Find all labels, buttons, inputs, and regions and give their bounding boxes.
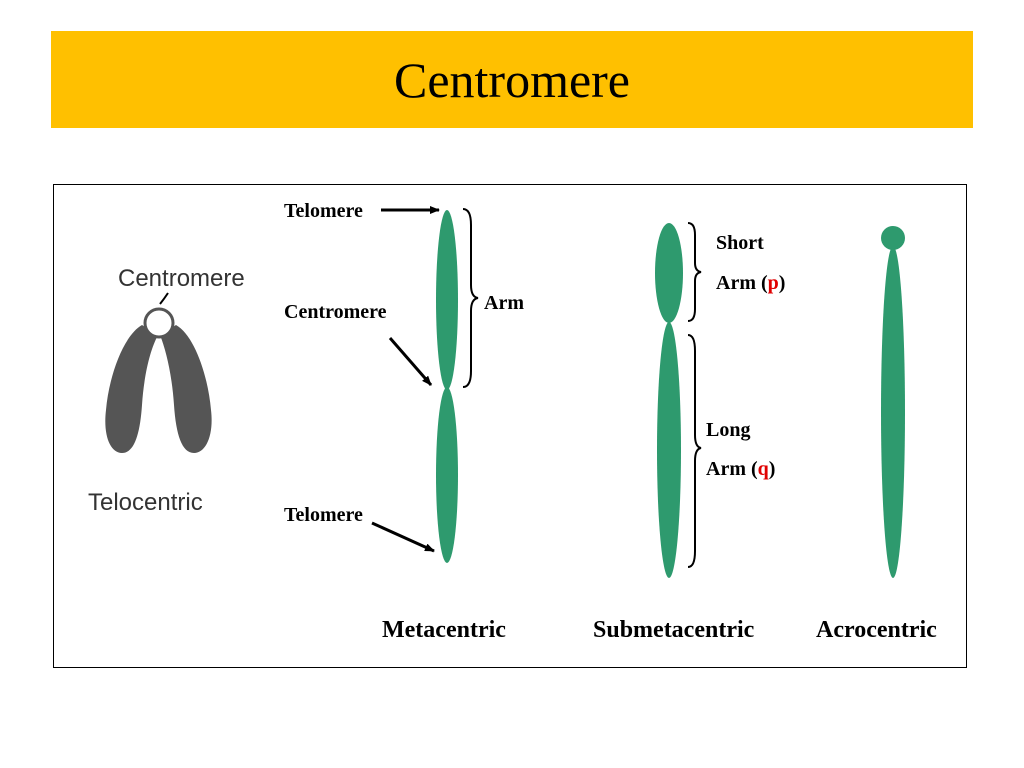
acrocentric-type-label: Acrocentric	[816, 617, 937, 643]
metacentric-upper-arm	[436, 210, 458, 390]
acrocentric-arm	[881, 246, 905, 578]
telocentric-centromere	[143, 307, 175, 339]
chromosome-diagram: Centromere Telocentric Telomere Centrome…	[88, 200, 937, 643]
metacentric-panel: Telomere Centromere Arm Telomere Metacen…	[284, 200, 524, 643]
chromosome-types-figure: Centromere Telocentric Telomere Centrome…	[53, 184, 967, 668]
long-arm-label-line2: Arm (q)	[706, 458, 775, 480]
submetacentric-type-label: Submetacentric	[593, 617, 755, 643]
arm-bracket	[462, 208, 479, 388]
long-arm-letter: q	[758, 458, 769, 480]
telomere-top-label: Telomere	[284, 200, 363, 222]
long-arm-suffix: )	[769, 458, 776, 480]
telocentric-chromosome	[105, 307, 212, 453]
submetacentric-panel: Short Arm (p) Long Arm (q) Submetacentri…	[593, 222, 785, 643]
telocentric-centromere-label: Centromere	[118, 265, 245, 292]
centromere-label: Centromere	[284, 301, 387, 323]
short-arm-prefix: Arm (	[716, 272, 768, 294]
long-arm-label-line1: Long	[706, 419, 750, 441]
acrocentric-panel: Acrocentric	[816, 226, 937, 643]
submetacentric-short-arm	[655, 223, 683, 323]
short-arm-letter: p	[768, 272, 779, 294]
short-arm-suffix: )	[779, 272, 786, 294]
short-arm-label-line2: Arm (p)	[716, 272, 785, 294]
metacentric-type-label: Metacentric	[382, 617, 506, 643]
telocentric-centromere-pointer	[159, 292, 169, 305]
long-arm-prefix: Arm (	[706, 458, 758, 480]
title-banner: Centromere	[51, 31, 973, 128]
metacentric-lower-arm	[436, 387, 458, 563]
telocentric-type-label: Telocentric	[88, 489, 203, 516]
centromere-arrow	[388, 337, 433, 386]
long-arm-bracket	[687, 334, 702, 568]
arm-label: Arm	[484, 292, 524, 314]
telocentric-left-chromatid	[105, 325, 158, 453]
telocentric-panel: Centromere Telocentric	[88, 265, 245, 516]
acrocentric-satellite	[881, 226, 905, 250]
telomere-bottom-arrow	[371, 521, 435, 553]
telomere-bottom-label: Telomere	[284, 504, 363, 526]
telocentric-right-chromatid	[160, 325, 212, 453]
short-arm-bracket	[687, 222, 702, 322]
submetacentric-long-arm	[657, 322, 681, 578]
short-arm-label-line1: Short	[716, 232, 764, 254]
slide-title: Centromere	[393, 51, 630, 108]
